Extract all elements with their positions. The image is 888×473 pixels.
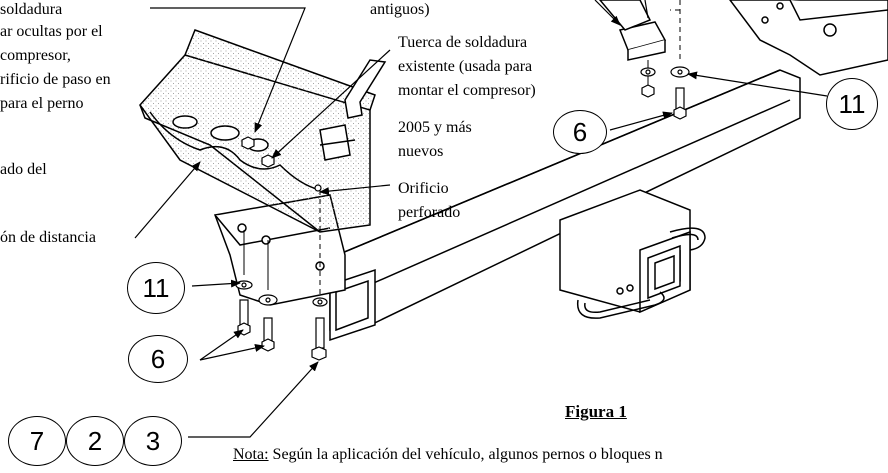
callout-11-left: 11 — [127, 262, 185, 314]
label-orificio-1: Orificio — [398, 180, 449, 197]
label-para-perno: para el perno — [0, 95, 84, 112]
guide-lines — [319, 0, 681, 300]
top-right-plate — [599, 0, 667, 61]
label-ado-del: ado del — [0, 161, 47, 178]
figure-note: Nota: Según la aplicación del vehículo, … — [233, 446, 663, 464]
callout-7: 7 — [8, 416, 66, 466]
label-tuerca-1: Tuerca de soldadura — [398, 34, 528, 51]
label-anio-1: 2005 y más — [398, 119, 472, 136]
label-antiguos: antiguos) — [370, 1, 430, 18]
right-bracket — [729, 0, 888, 76]
label-tuerca-2: existente (usada para — [398, 58, 533, 75]
callout-6-right: 6 — [553, 110, 607, 154]
callout-3: 3 — [124, 416, 182, 466]
label-rificio: rificio de paso en — [0, 71, 111, 88]
compressor-mount — [344, 59, 387, 119]
figure-title: Figura 1 — [565, 402, 627, 421]
label-distancia: ón de distancia — [0, 229, 96, 246]
callout-11-right: 11 — [826, 78, 878, 130]
label-ocultas: ar ocultas por el — [0, 23, 103, 40]
leader-lines — [134, 0, 828, 438]
note-text: Según la aplicación del vehículo, alguno… — [268, 446, 663, 463]
label-anio-2: nuevos — [398, 143, 444, 160]
spacer-plate — [139, 29, 376, 233]
receiver-tube — [559, 189, 691, 314]
callout-6-left: 6 — [128, 335, 188, 383]
label-orificio-2: perforado — [398, 204, 461, 221]
chain-loop-top — [669, 227, 706, 251]
label-compresor: compresor, — [0, 47, 71, 64]
chain-loop — [576, 291, 665, 319]
note-prefix: Nota: — [233, 446, 269, 463]
callout-2: 2 — [66, 416, 124, 466]
label-soldadura: soldadura — [0, 1, 63, 18]
right-hardware — [640, 66, 690, 120]
label-tuerca-3: montar el compresor) — [398, 82, 536, 99]
